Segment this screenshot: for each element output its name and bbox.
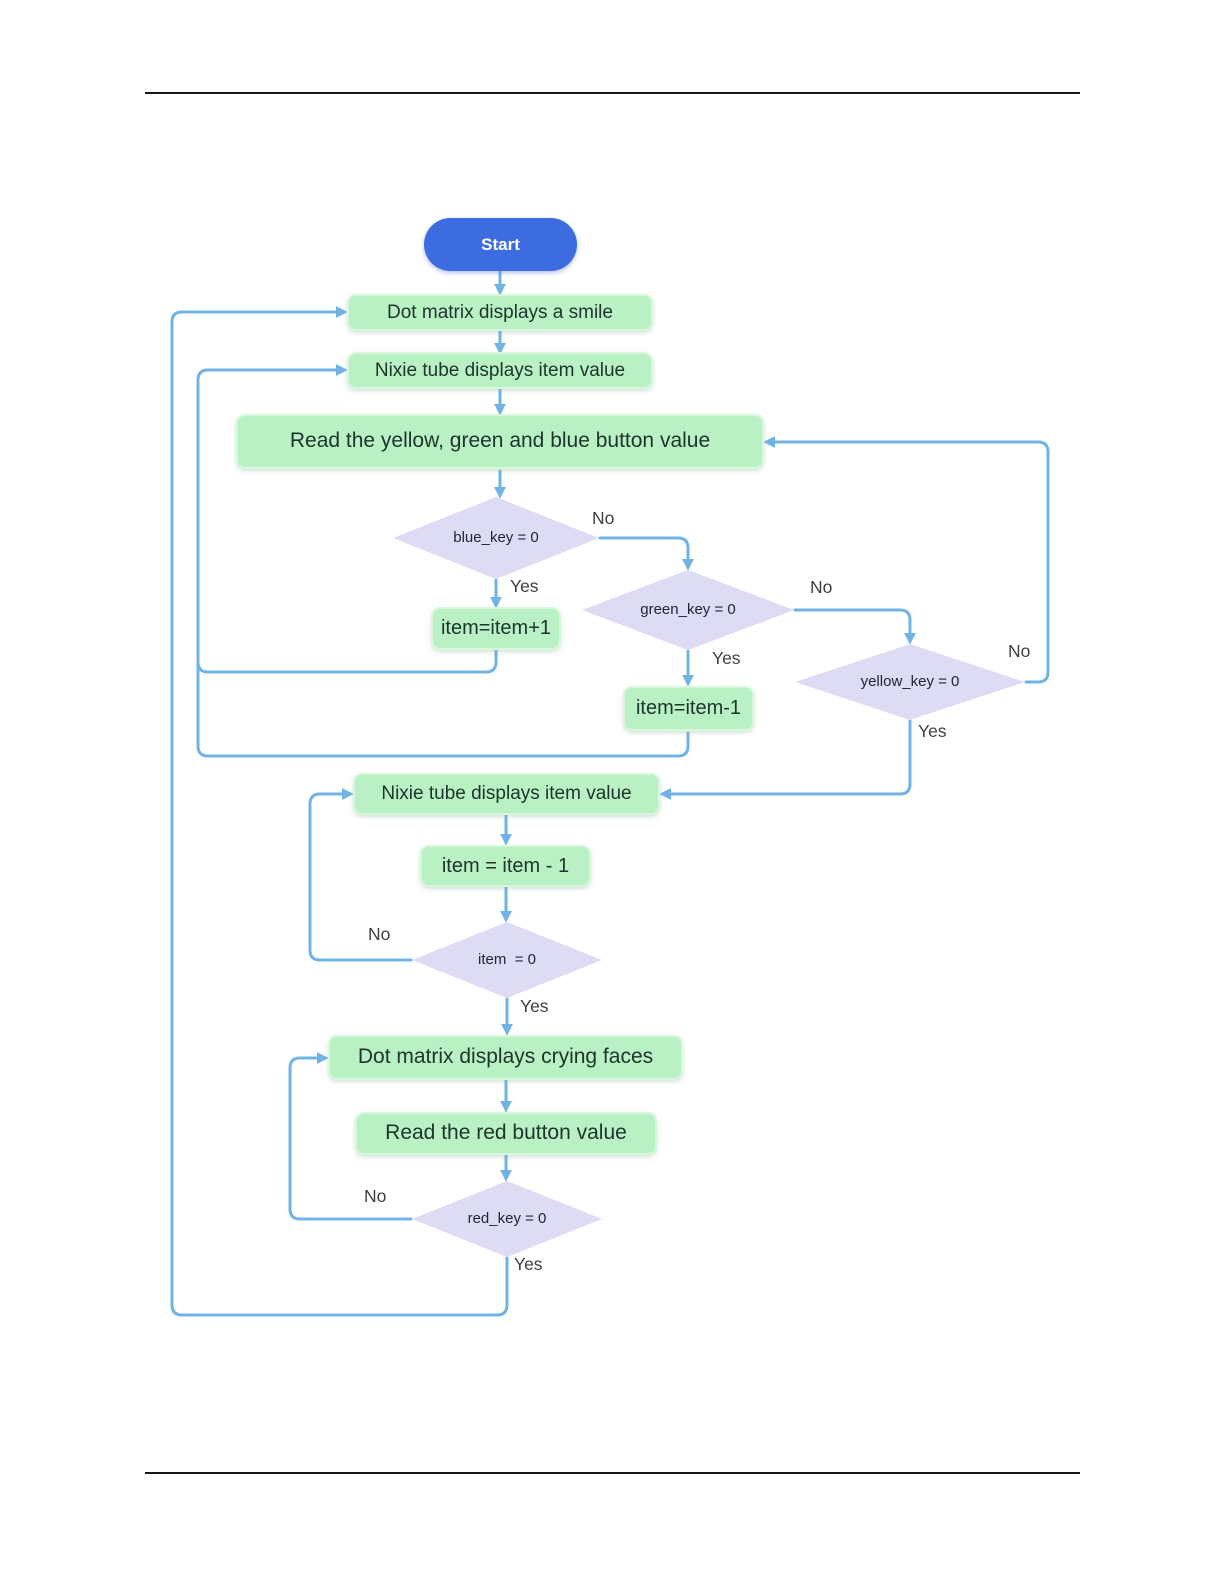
edge-itemzero-no xyxy=(308,788,413,962)
label-red-yes: Yes xyxy=(514,1254,543,1274)
label-blue-no: No xyxy=(592,508,615,528)
edge-yellowkey-yes xyxy=(659,719,912,800)
node-item-increment: item=item+1 xyxy=(431,607,561,650)
node-nixie-tube-1: Nixie tube displays item value xyxy=(347,352,653,389)
node-start: Start xyxy=(424,218,577,271)
node-item-decrement: item=item-1 xyxy=(623,686,754,731)
label-yellow-yes: Yes xyxy=(918,721,947,741)
node-dot-matrix-smile: Dot matrix displays a smile xyxy=(347,294,653,331)
top-rule xyxy=(145,92,1080,94)
node-dot-matrix-crying: Dot matrix displays crying faces xyxy=(328,1035,683,1080)
node-nixie-tube-2: Nixie tube displays item value xyxy=(353,773,660,815)
label-item-yes: Yes xyxy=(520,996,549,1016)
node-read-yellow-green-blue: Read the yellow, green and blue button v… xyxy=(236,414,764,469)
node-read-red-button: Read the red button value xyxy=(355,1112,657,1155)
edge-redkey-yes-outer-loop xyxy=(170,306,509,1317)
label-red-no: No xyxy=(364,1186,387,1206)
node-item-minus-one: item = item - 1 xyxy=(420,845,591,887)
edge-greenkey-no xyxy=(793,608,916,645)
label-green-no: No xyxy=(810,577,833,597)
label-blue-yes: Yes xyxy=(510,576,539,596)
label-item-no: No xyxy=(368,924,391,944)
edge-dec1-loop-join xyxy=(196,658,690,758)
edge-yellowkey-no xyxy=(763,436,1050,684)
edge-redkey-no xyxy=(288,1052,413,1221)
label-yellow-no: No xyxy=(1008,641,1031,661)
bottom-rule xyxy=(145,1472,1080,1474)
edge-inc-loop-to-nixie1 xyxy=(196,364,498,674)
label-green-yes: Yes xyxy=(712,648,741,668)
edge-bluekey-no xyxy=(598,536,694,571)
